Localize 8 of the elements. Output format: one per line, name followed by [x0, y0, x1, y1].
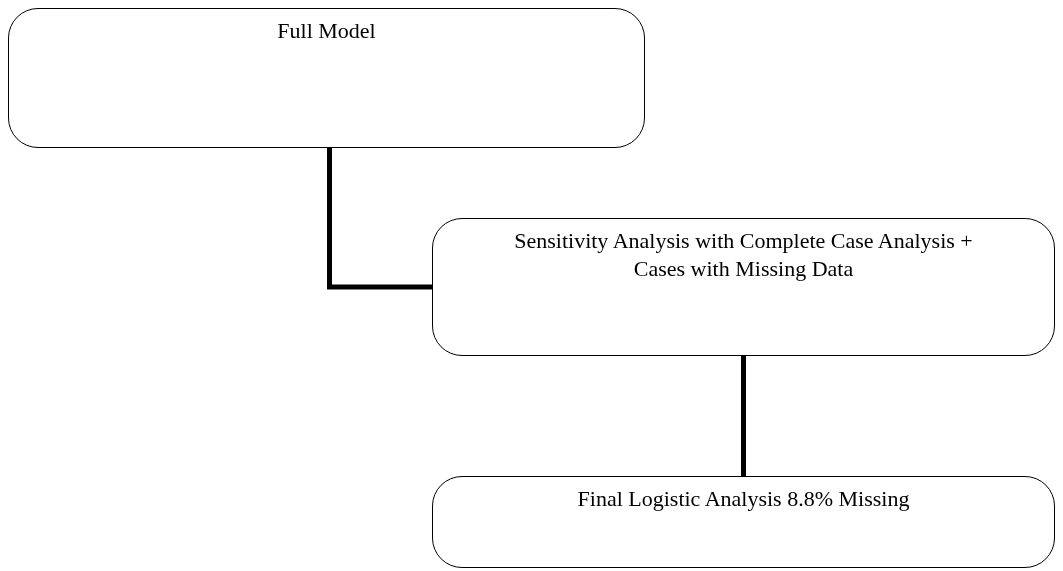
connector-line [327, 148, 432, 290]
box-text: Final Logistic Analysis 8.8% Missing [576, 485, 911, 513]
rounded-box [8, 8, 645, 148]
box-text: Full Model [276, 17, 377, 45]
rounded-box [432, 218, 1055, 356]
box-text: Sensitivity Analysis with Complete Case Analysis + Cases with Missing Data [513, 227, 974, 283]
connector-line [741, 356, 746, 476]
rounded-box [432, 476, 1055, 568]
